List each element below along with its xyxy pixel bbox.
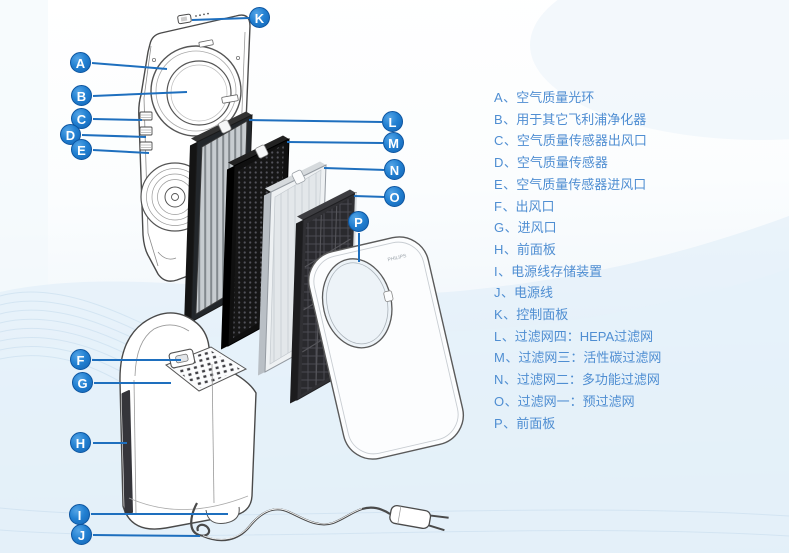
legend-separator: 、 [503, 133, 517, 149]
legend-letter: E [494, 176, 504, 192]
legend-item: C、空气质量传感器出风口 [494, 130, 661, 152]
legend-item: P、前面板 [494, 413, 661, 435]
legend-separator: 、 [503, 90, 517, 105]
legend-text: 空气质量传感器出风口 [516, 133, 647, 149]
callout-badge-k: K [249, 7, 270, 28]
legend-letter: K [494, 307, 504, 323]
legend-item: H、前面板 [494, 239, 661, 261]
legend-letter: D [494, 155, 504, 171]
legend-item: K、控制面板 [494, 304, 661, 326]
sensor-vents-drawing [139, 111, 153, 151]
legend-letter: G [494, 220, 505, 236]
power-cord-drawing [190, 502, 449, 542]
parts-legend: A、空气质量光环 B、用于其它飞利浦净化器 C、空气质量传感器出风口 D、空气质… [494, 87, 661, 434]
legend-text: 进风口 [517, 220, 557, 236]
legend-letter: O [494, 393, 505, 409]
control-button-drawing [177, 12, 209, 25]
callout-badge-b: B [71, 85, 92, 106]
legend-item: D、空气质量传感器 [494, 152, 661, 174]
cord-storage-drawing [205, 506, 240, 524]
legend-text: 电源线存储装置 [511, 263, 603, 279]
legend-separator: 、 [505, 350, 519, 366]
legend-letter: B [494, 111, 504, 127]
legend-separator: 、 [498, 263, 512, 279]
front-panel-drawing: PHILIPS [307, 236, 465, 460]
legend-letter: M [494, 350, 506, 366]
legend-separator: 、 [504, 220, 518, 236]
legend-separator: 、 [503, 415, 517, 431]
legend-separator: 、 [503, 111, 517, 127]
legend-text: 空气质量传感器 [516, 155, 608, 171]
legend-item: J、电源线 [494, 282, 661, 304]
legend-letter: J [494, 285, 501, 301]
legend-letter: F [494, 198, 503, 214]
callout-badge-c: C [71, 108, 92, 129]
legend-text: 前面板 [516, 415, 556, 431]
callout-badge-l: L [382, 111, 403, 132]
callout-badge-g: G [72, 372, 93, 393]
callout-badge-j: J [71, 524, 92, 545]
legend-text: 控制面板 [516, 307, 569, 323]
legend-text: 空气质量传感器进风口 [516, 176, 647, 192]
legend-separator: 、 [501, 285, 515, 301]
legend-separator: 、 [503, 241, 517, 257]
legend-letter: I [494, 263, 499, 279]
legend-item: L、过滤网四：HEPA过滤网 [494, 326, 661, 348]
legend-text: 过滤网四：HEPA过滤网 [514, 328, 654, 344]
callout-badge-a: A [70, 52, 91, 73]
legend-text: 出风口 [515, 198, 555, 214]
legend-text: 过滤网三：活性碳过滤网 [518, 350, 662, 366]
legend-letter: P [494, 415, 504, 431]
callout-badge-f: F [70, 349, 91, 370]
legend-item: N、过滤网二：多功能过滤网 [494, 369, 661, 391]
legend-separator: 、 [503, 176, 517, 192]
legend-separator: 、 [502, 198, 516, 214]
callout-badge-h: H [70, 432, 91, 453]
callout-badge-i: I [69, 504, 90, 525]
legend-separator: 、 [503, 307, 517, 323]
callout-badge-p: P [348, 211, 369, 232]
callout-badge-e: E [71, 139, 92, 160]
legend-item: F、出风口 [494, 196, 661, 218]
legend-letter: L [494, 328, 502, 344]
assembled-unit-drawing [119, 312, 449, 542]
legend-text: 用于其它飞利浦净化器 [516, 111, 647, 127]
philips-logo: PHILIPS [387, 253, 408, 263]
legend-text: 前面板 [516, 241, 556, 257]
legend-item: A、空气质量光环 [494, 87, 661, 109]
legend-item: O、过滤网一：预过滤网 [494, 391, 661, 413]
legend-item: I、电源线存储装置 [494, 261, 661, 283]
legend-separator: 、 [501, 328, 515, 344]
legend-item: E、空气质量传感器进风口 [494, 174, 661, 196]
legend-item: G、进风口 [494, 217, 661, 239]
legend-item: B、用于其它飞利浦净化器 [494, 109, 661, 131]
callout-badge-n: N [384, 159, 405, 180]
legend-separator: 、 [503, 155, 517, 171]
legend-text: 空气质量光环 [516, 90, 595, 105]
legend-letter: H [494, 241, 504, 257]
legend-letter: A [494, 90, 504, 105]
callout-lines [81, 17, 385, 537]
legend-separator: 、 [503, 372, 517, 388]
legend-text: 过滤网一：预过滤网 [517, 393, 635, 409]
legend-text: 过滤网二：多功能过滤网 [516, 372, 660, 388]
callout-badge-m: M [383, 132, 404, 153]
callout-badge-o: O [384, 186, 405, 207]
legend-item: M、过滤网三：活性碳过滤网 [494, 347, 661, 369]
legend-letter: N [494, 372, 504, 388]
legend-letter: C [494, 133, 504, 149]
side-panel-strip [121, 390, 133, 515]
power-plug-drawing [389, 504, 449, 532]
legend-text: 电源线 [514, 285, 554, 301]
legend-separator: 、 [504, 393, 518, 409]
